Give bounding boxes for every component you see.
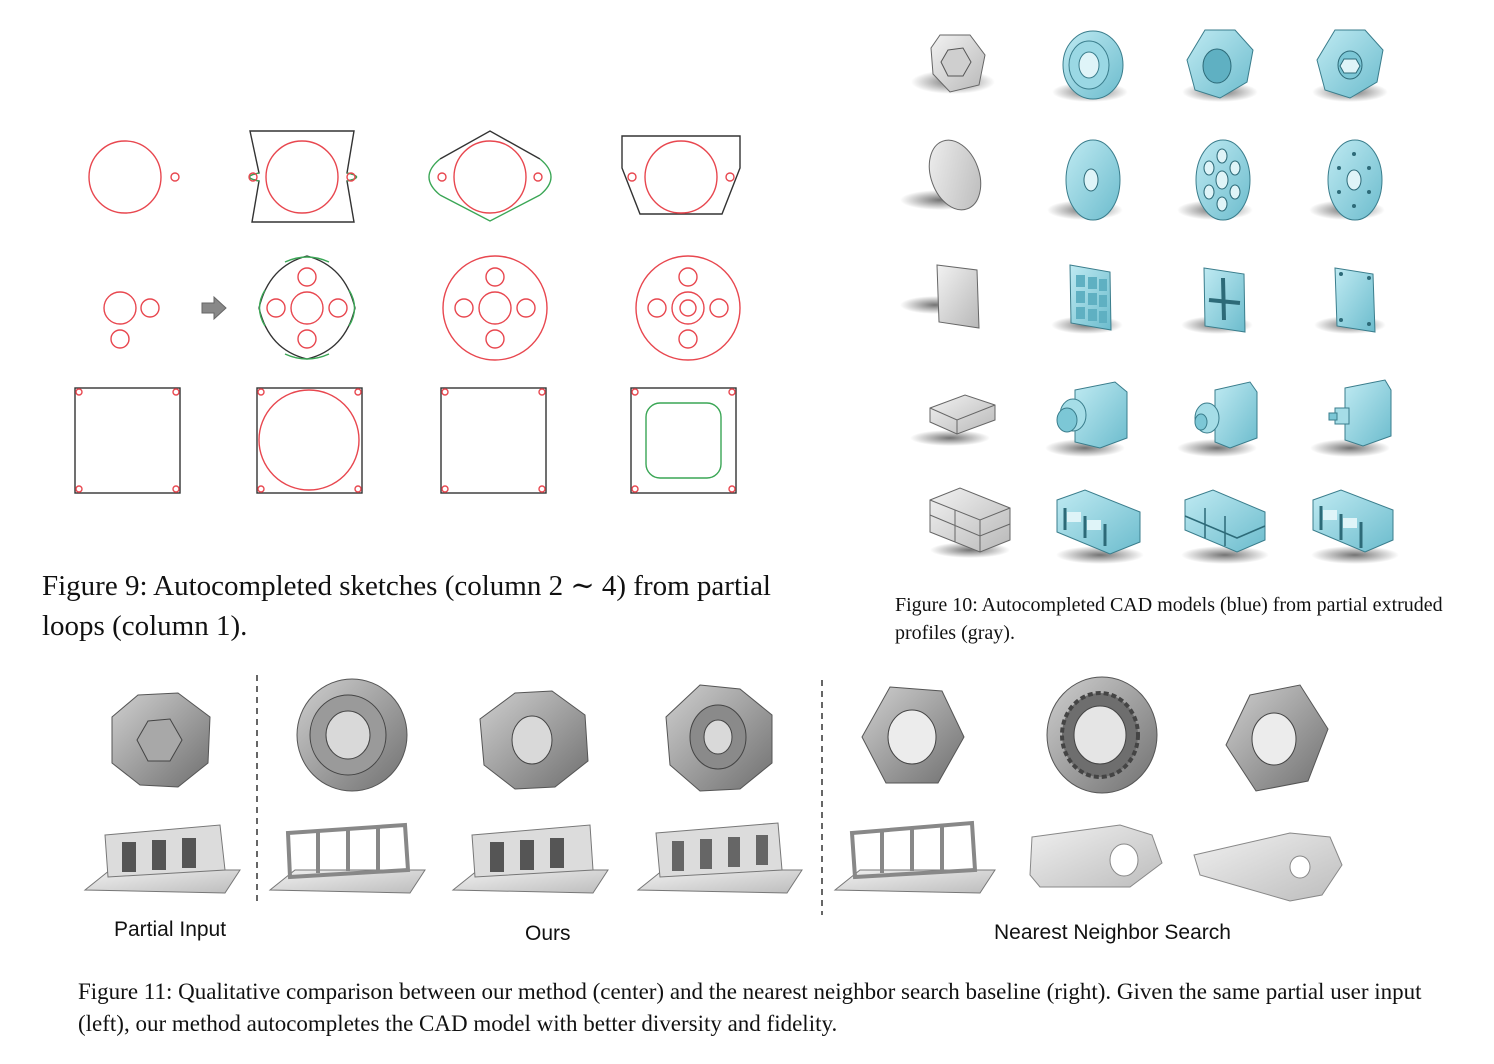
cad-r1-c1-gray: [911, 34, 995, 94]
label-partial-input: Partial Input: [114, 918, 227, 941]
render-nn-lever-2: [1193, 832, 1343, 902]
figure10-models: [900, 29, 1399, 564]
cad-r3-c4-blue: [1314, 267, 1386, 334]
cad-r5-c1-gray: [929, 487, 1011, 558]
cad-r1-c3-blue: [1182, 29, 1258, 102]
sketch-r1-c2: [248, 130, 358, 223]
cad-r5-c3-blue: [1181, 489, 1269, 564]
cad-r4-c2-blue: [1045, 381, 1128, 457]
arrow-right-icon: [201, 295, 227, 321]
render-ours-gear: [479, 690, 589, 790]
figure11-comparison: [83, 675, 1343, 915]
render-ours-bridge-3: [636, 822, 803, 894]
render-ours-bridge-1: [268, 822, 426, 894]
label-nearest-neighbor-search: Nearest Neighbor Search: [994, 921, 1231, 944]
sketch-r2-c2: [258, 255, 356, 360]
sketch-r2-c4: [635, 255, 741, 361]
figure9-caption: Figure 9: Autocompleted sketches (column…: [42, 570, 771, 642]
sketch-r2-c3: [442, 255, 548, 361]
cad-r4-c3-blue: [1177, 381, 1258, 457]
cad-r2-c3-blue: [1177, 139, 1253, 221]
cad-r2-c1-gray: [900, 139, 982, 211]
figure10-caption: Figure 10: Autocompleted CAD models (blu…: [895, 594, 1443, 644]
cad-r5-c2-blue: [1056, 489, 1144, 564]
sketch-r3-c1: [74, 387, 181, 494]
cad-r1-c4-blue: [1312, 29, 1388, 102]
figure11-caption: Figure 11: Qualitative comparison betwee…: [78, 979, 1422, 1036]
cad-r5-c4-blue: [1311, 489, 1399, 564]
render-partial-gear: [111, 692, 211, 788]
render-ours-ring: [296, 678, 408, 792]
cad-r3-c2-blue: [1051, 264, 1123, 334]
sketch-r3-c4: [630, 387, 737, 494]
figure10-cad-grid: [0, 0, 600, 580]
cad-r3-c1-gray: [900, 264, 980, 329]
cad-r2-c2-blue: [1047, 139, 1123, 221]
render-partial-bridge: [83, 824, 241, 894]
sketch-r1-c3: [428, 130, 552, 222]
render-nn-bearing: [1046, 676, 1158, 794]
cad-r3-c3-blue: [1181, 267, 1253, 334]
render-nn-bridge-frame: [833, 820, 996, 894]
sketch-r1-c1: [88, 140, 180, 214]
sketch-r2-c1: [103, 291, 160, 349]
render-ours-gear-ring: [665, 684, 773, 792]
cad-r4-c1-gray: [910, 394, 996, 446]
render-nn-hexnut-2: [1225, 684, 1329, 792]
figure9-sketch-grid: [74, 130, 741, 494]
sketch-r3-c3: [440, 387, 547, 494]
cad-r4-c4-blue: [1310, 379, 1392, 457]
cad-r1-c2-blue: [1052, 30, 1128, 102]
label-ours: Ours: [525, 922, 571, 945]
sketch-r1-c4: [621, 135, 741, 215]
render-ours-bridge-2: [451, 824, 609, 894]
render-nn-lever-1: [1029, 824, 1163, 888]
render-nn-hexnut-1: [861, 686, 965, 784]
sketch-r3-c2: [256, 387, 363, 494]
cad-r2-c4-blue: [1309, 139, 1385, 221]
